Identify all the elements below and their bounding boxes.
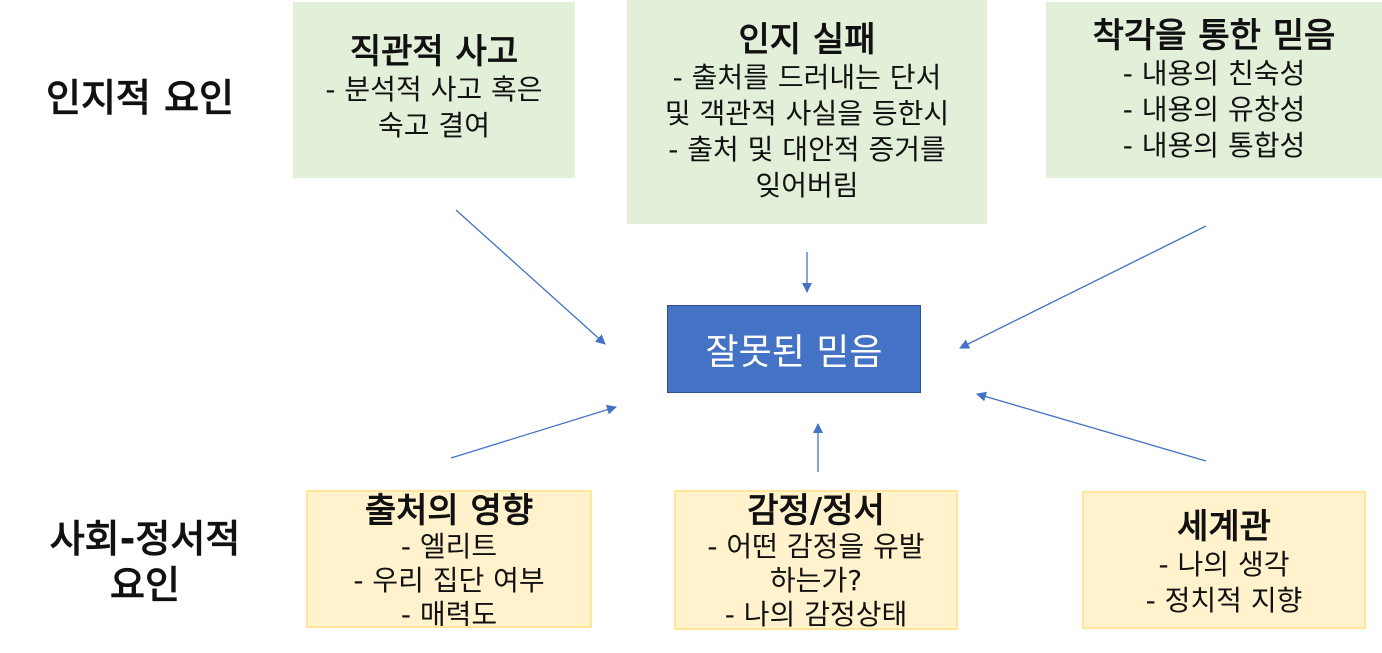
node-title: 세계관	[1177, 507, 1271, 547]
arrow-illusion-to-belief	[959, 225, 1207, 349]
node-line: - 분석적 사고 혹은	[325, 73, 543, 106]
node-line: - 출처를 드러내는 단서	[672, 61, 942, 94]
node-line: - 엘리트	[400, 530, 498, 563]
node-line: - 어떤 감정을 유발	[707, 530, 925, 563]
node-line: 숙고 결여	[378, 109, 490, 142]
node-false-belief: 잘못된 믿음	[667, 305, 921, 393]
node-line: - 내용의 유창성	[1122, 93, 1306, 126]
arrow-source-to-belief	[450, 404, 617, 459]
node-line: - 나의 생각	[1158, 548, 1290, 581]
node-title: 착각을 통한 믿음	[1092, 16, 1336, 56]
node-line: 잊어버림	[755, 169, 859, 202]
node-intuitive-thinking: 직관적 사고 - 분석적 사고 혹은 숙고 결여	[293, 2, 575, 178]
node-title: 직관적 사고	[349, 32, 519, 72]
node-emotion: 감정/정서 - 어떤 감정을 유발 하는가? - 나의 감정상태	[674, 490, 958, 630]
row-label-social-emotional-factors: 사회-정서적 요인	[49, 517, 241, 607]
node-line: - 매력도	[400, 598, 498, 628]
node-source-influence: 출처의 영향 - 엘리트 - 우리 집단 여부 - 매력도	[306, 490, 592, 628]
node-title: 감정/정서	[747, 491, 885, 531]
arrow-worldview-to-belief	[976, 391, 1207, 462]
node-line: - 정치적 지향	[1145, 584, 1303, 617]
node-worldview: 세계관 - 나의 생각 - 정치적 지향	[1082, 491, 1366, 629]
arrow-intuitive-to-belief	[455, 209, 606, 345]
node-line: - 내용의 통합성	[1122, 129, 1306, 162]
row-label-cognitive-factors: 인지적 요인	[45, 76, 235, 120]
node-line: - 우리 집단 여부	[353, 564, 545, 597]
node-cognitive-failure: 인지 실패 - 출처를 드러내는 단서 및 객관적 사실을 등한시 - 출처 및…	[627, 0, 987, 224]
node-line: 및 객관적 사실을 등한시	[664, 97, 950, 130]
node-title: 인지 실패	[738, 20, 876, 60]
node-title: 출처의 영향	[364, 491, 534, 531]
node-illusory-truth: 착각을 통한 믿음 - 내용의 친숙성 - 내용의 유창성 - 내용의 통합성	[1046, 2, 1382, 178]
node-line: 하는가?	[769, 564, 863, 597]
node-line: - 출처 및 대안적 증거를	[668, 133, 946, 166]
node-line: - 나의 감정상태	[724, 598, 908, 630]
node-line: - 내용의 친숙성	[1122, 57, 1306, 90]
